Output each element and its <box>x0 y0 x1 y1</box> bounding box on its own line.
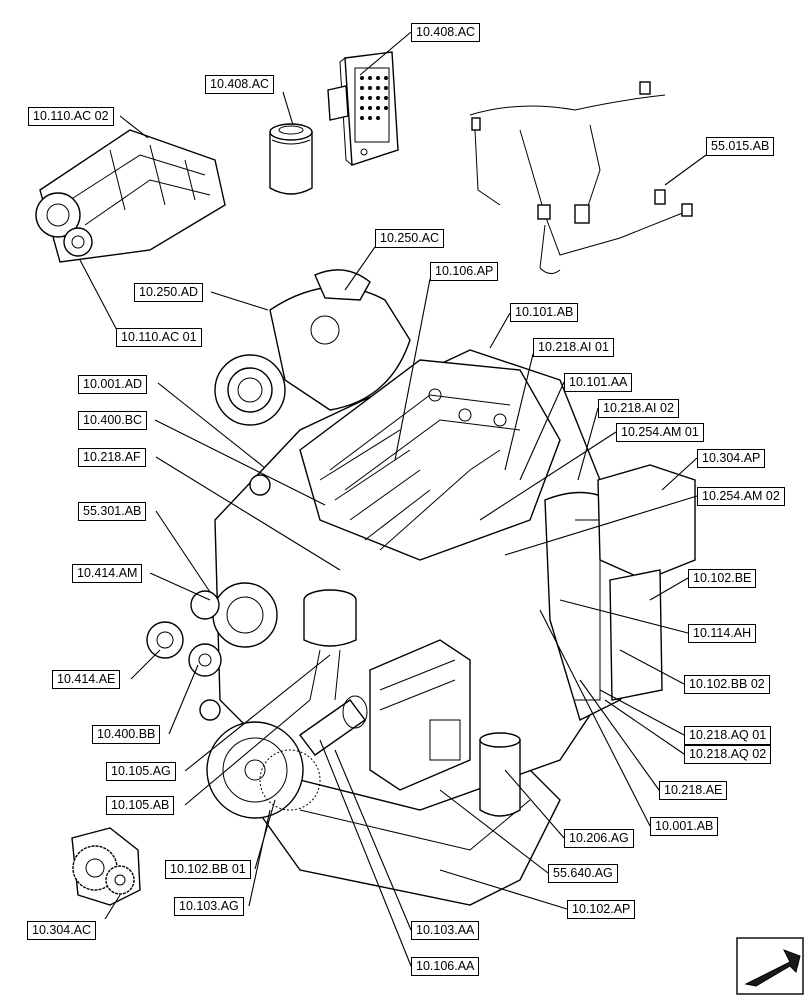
callout-10-103-aa[interactable]: 10.103.AA <box>411 921 480 940</box>
callout-10-001-ab[interactable]: 10.001.AB <box>650 817 719 836</box>
callout-10-400-bc[interactable]: 10.400.BC <box>78 411 148 430</box>
engine-block-drawing <box>146 269 696 906</box>
callout-10-408-ac-ecu[interactable]: 10.408.AC <box>411 23 481 42</box>
callout-10-001-ad[interactable]: 10.001.AD <box>78 375 148 394</box>
callout-10-110-ac-02[interactable]: 10.110.AC 02 <box>28 107 114 126</box>
callout-10-114-ah[interactable]: 10.114.AH <box>688 624 757 643</box>
callout-55-640-ag[interactable]: 55.640.AG <box>548 864 618 883</box>
callout-10-414-am[interactable]: 10.414.AM <box>72 564 143 583</box>
callout-55-015-ab[interactable]: 55.015.AB <box>706 137 775 156</box>
callout-10-218-aq-02[interactable]: 10.218.AQ 02 <box>684 745 772 764</box>
callout-10-218-ai-01[interactable]: 10.218.AI 01 <box>533 338 614 357</box>
callout-10-218-af[interactable]: 10.218.AF <box>78 448 146 467</box>
callout-10-103-ag[interactable]: 10.103.AG <box>174 897 244 916</box>
callout-10-304-ap[interactable]: 10.304.AP <box>697 449 766 468</box>
callout-10-102-bb-01[interactable]: 10.102.BB 01 <box>165 860 251 879</box>
callout-10-102-ap[interactable]: 10.102.AP <box>567 900 636 919</box>
callout-55-301-ab[interactable]: 55.301.AB <box>78 502 147 521</box>
callout-10-206-ag[interactable]: 10.206.AG <box>564 829 634 848</box>
callout-10-408-ac-filter[interactable]: 10.408.AC <box>205 75 275 94</box>
callout-10-218-ai-02[interactable]: 10.218.AI 02 <box>598 399 679 418</box>
leader-lines <box>79 31 707 967</box>
callout-10-102-be[interactable]: 10.102.BE <box>688 569 757 588</box>
callout-10-250-ad[interactable]: 10.250.AD <box>134 283 204 302</box>
callout-10-218-aq-01[interactable]: 10.218.AQ 01 <box>684 726 772 745</box>
wiring-harness-drawing <box>469 81 693 274</box>
callout-10-101-aa[interactable]: 10.101.AA <box>564 373 633 392</box>
callout-10-102-bb-02[interactable]: 10.102.BB 02 <box>684 675 770 694</box>
callout-10-105-ab[interactable]: 10.105.AB <box>106 796 175 815</box>
next-page-arrow-icon[interactable] <box>736 937 804 995</box>
callout-10-254-am-02[interactable]: 10.254.AM 02 <box>697 487 785 506</box>
callout-10-250-ac[interactable]: 10.250.AC <box>375 229 445 248</box>
callout-10-106-aa[interactable]: 10.106.AA <box>411 957 480 976</box>
ecu-module-drawing <box>327 51 399 166</box>
callout-10-101-ab[interactable]: 10.101.AB <box>510 303 579 322</box>
balancer-unit-drawing <box>35 129 226 263</box>
fuel-filter-drawing <box>269 123 313 195</box>
callout-10-106-ap[interactable]: 10.106.AP <box>430 262 499 281</box>
callout-10-254-am-01[interactable]: 10.254.AM 01 <box>616 423 704 442</box>
callout-10-304-ac[interactable]: 10.304.AC <box>27 921 97 940</box>
callout-10-400-bb[interactable]: 10.400.BB <box>92 725 161 744</box>
oil-pump-drawing <box>71 827 141 906</box>
callout-10-110-ac-01[interactable]: 10.110.AC 01 <box>116 328 202 347</box>
callout-10-105-ag[interactable]: 10.105.AG <box>106 762 176 781</box>
callout-10-414-ae[interactable]: 10.414.AE <box>52 670 121 689</box>
callout-10-218-ae[interactable]: 10.218.AE <box>659 781 728 800</box>
